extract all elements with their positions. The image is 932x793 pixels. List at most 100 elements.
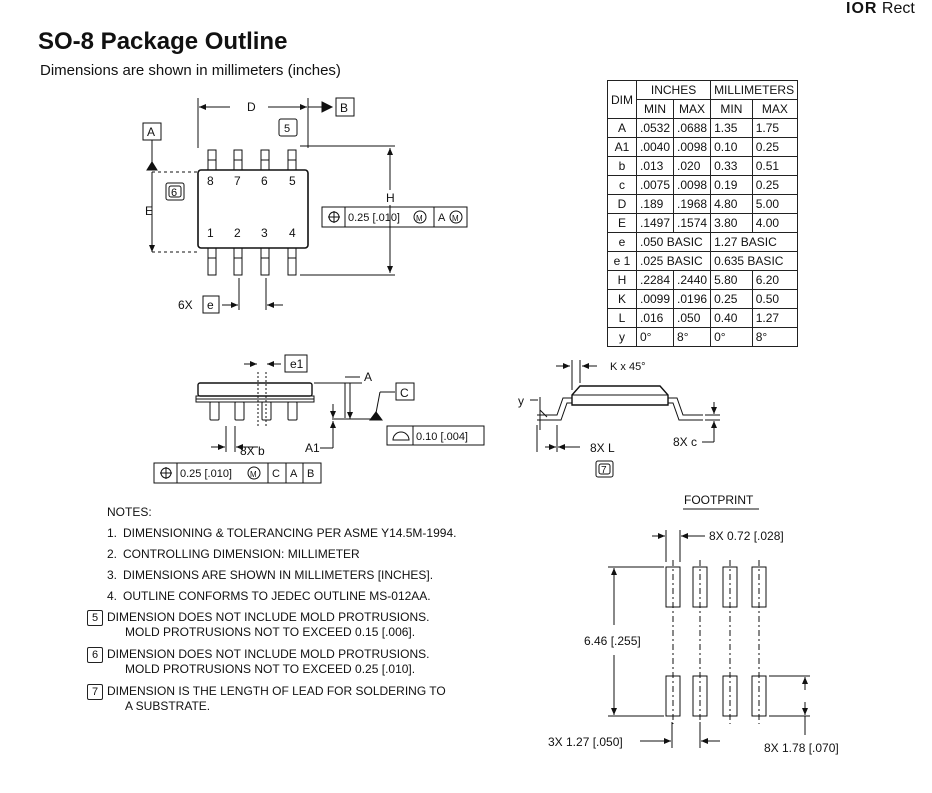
dim-value-cell: 4.00 xyxy=(751,213,799,233)
pin-5: 5 xyxy=(289,174,296,188)
footprint xyxy=(608,508,810,748)
dim-value-cell: .025 BASIC xyxy=(635,251,712,271)
dim-value-cell: 0.50 xyxy=(751,289,799,309)
fcf2-tolerance: 0.25 [.010] xyxy=(180,468,232,480)
note-text: DIMENSION IS THE LENGTH OF LEAD FOR SOLD… xyxy=(107,684,446,698)
dim-value-cell: .2440 xyxy=(673,270,712,290)
note-text: CONTROLLING DIMENSION: MILLIMETER xyxy=(123,547,360,561)
dim-value-cell: .0099 xyxy=(635,289,675,309)
dim-value-cell: 6.20 xyxy=(751,270,799,290)
dim-symbol-cell: b xyxy=(607,156,637,176)
pitch-count: 6X xyxy=(178,298,193,312)
note-item: 4.OUTLINE CONFORMS TO JEDEC OUTLINE MS-0… xyxy=(107,586,456,607)
dim-value-cell: .050 BASIC xyxy=(635,232,712,252)
dim-value-cell: .1497 xyxy=(635,213,675,233)
dim-value-cell: .189 xyxy=(635,194,675,214)
side-view-labels: e1 A C 0.10 [.004] A1 8X b 0.25 [.010] M… xyxy=(180,357,468,480)
fcf2-datum-b: B xyxy=(307,468,314,480)
dim-symbol-cell: c xyxy=(607,175,637,195)
dim-value-cell: 8° xyxy=(673,327,712,347)
pitch-label: 3X 1.27 [.050] xyxy=(548,735,623,749)
dim-E-label: E xyxy=(145,204,153,218)
pad-length-label: 8X 1.78 [.070] xyxy=(764,741,839,755)
top-leads xyxy=(207,149,297,171)
pad-width-label: 8X 0.72 [.028] xyxy=(709,529,784,543)
dim-symbol-cell: A xyxy=(607,118,637,138)
note-text: OUTLINE CONFORMS TO JEDEC OUTLINE MS-012… xyxy=(123,589,431,603)
dim-symbol-cell: E xyxy=(607,213,637,233)
dim-value-cell: 5.80 xyxy=(710,270,753,290)
fcf-modifier: M xyxy=(416,214,423,223)
dim-value-cell: .050 xyxy=(673,308,712,328)
page-subtitle: Dimensions are shown in millimeters (inc… xyxy=(40,62,341,79)
note-text: DIMENSIONING & TOLERANCING PER ASME Y14.… xyxy=(123,526,457,540)
dim-symbol-cell: H xyxy=(607,270,637,290)
dim-symbol-cell: e xyxy=(607,232,637,252)
note-item: 3.DIMENSIONS ARE SHOWN IN MILLIMETERS [I… xyxy=(107,565,456,586)
pin-4: 4 xyxy=(289,226,296,240)
mm-max-header: MAX xyxy=(751,99,799,119)
dim-value-cell: 0.635 BASIC xyxy=(710,251,799,271)
dim-A1-label: A1 xyxy=(305,441,320,455)
dim-header: DIM xyxy=(607,80,637,119)
note-continuation: A SUBSTRATE. xyxy=(125,699,211,713)
page-title: SO-8 Package Outline xyxy=(38,28,288,55)
note-ref-box: 5 xyxy=(87,610,103,626)
dim-value-cell: 0.25 xyxy=(751,137,799,157)
fcf2-datum-c: C xyxy=(272,468,280,480)
datum-C-label: C xyxy=(400,386,409,400)
notes-header: NOTES: xyxy=(107,505,152,519)
end-view-labels: K x 45° y 8X L 8X c 7 xyxy=(518,361,697,476)
note-continuation: MOLD PROTRUSIONS NOT TO EXCEED 0.25 [.01… xyxy=(125,662,416,676)
note6-ref: 6 xyxy=(171,187,177,199)
footprint-labels: FOOTPRINT 8X 0.72 [.028] 6.46 [.255] 3X … xyxy=(548,493,839,755)
dim-symbol-cell: L xyxy=(607,308,637,328)
dim-value-cell: .0040 xyxy=(635,137,675,157)
dim-value-cell: 8° xyxy=(751,327,799,347)
side-view xyxy=(153,354,485,484)
dim-value-cell: .1574 xyxy=(673,213,712,233)
dim-symbol-cell: y xyxy=(607,327,637,347)
note-number: 1. xyxy=(107,526,118,540)
dim-value-cell: 5.00 xyxy=(751,194,799,214)
dim-value-cell: 0.40 xyxy=(710,308,753,328)
dim-value-cell: .020 xyxy=(673,156,712,176)
note-number: 2. xyxy=(107,547,118,561)
note7-ref: 7 xyxy=(601,465,607,476)
dim-value-cell: .0532 xyxy=(635,118,675,138)
dim-value-cell: .013 xyxy=(635,156,675,176)
inch-max-header: MAX xyxy=(673,99,712,119)
dim-value-cell: 0.51 xyxy=(751,156,799,176)
dim-value-cell: 3.80 xyxy=(710,213,753,233)
note-item: 2. CONTROLLING DIMENSION: MILLIMETER xyxy=(107,544,456,565)
dim-value-cell: 1.35 xyxy=(710,118,753,138)
note5-ref: 5 xyxy=(284,123,290,135)
dim-value-cell: 0.25 xyxy=(710,289,753,309)
dim-value-cell: 0.10 xyxy=(710,137,753,157)
footprint-title: FOOTPRINT xyxy=(684,493,754,507)
dim-value-cell: 1.27 BASIC xyxy=(710,232,799,252)
dim-value-cell: 4.80 xyxy=(710,194,753,214)
millimeters-header: MILLIMETERS xyxy=(710,80,799,100)
notes-section: NOTES: 1. DIMENSIONING & TOLERANCING PER … xyxy=(87,502,457,718)
dim-value-cell: 0.19 xyxy=(710,175,753,195)
company-logo: IOR Rect xyxy=(846,0,915,17)
note-text: DIMENSIONS ARE SHOWN IN MILLIMETERS [INC… xyxy=(123,568,434,582)
chamfer-label: K x 45° xyxy=(610,361,646,373)
inch-min-header: MIN xyxy=(635,99,675,119)
fcf-datum-modifier: M xyxy=(452,214,459,223)
dim-H-label: H xyxy=(386,191,395,205)
top-view xyxy=(142,97,468,314)
dimension-table: DIM INCHES MILLIMETERS MIN MAX MIN MAX A… xyxy=(607,80,799,347)
dim-value-cell: .0075 xyxy=(635,175,675,195)
